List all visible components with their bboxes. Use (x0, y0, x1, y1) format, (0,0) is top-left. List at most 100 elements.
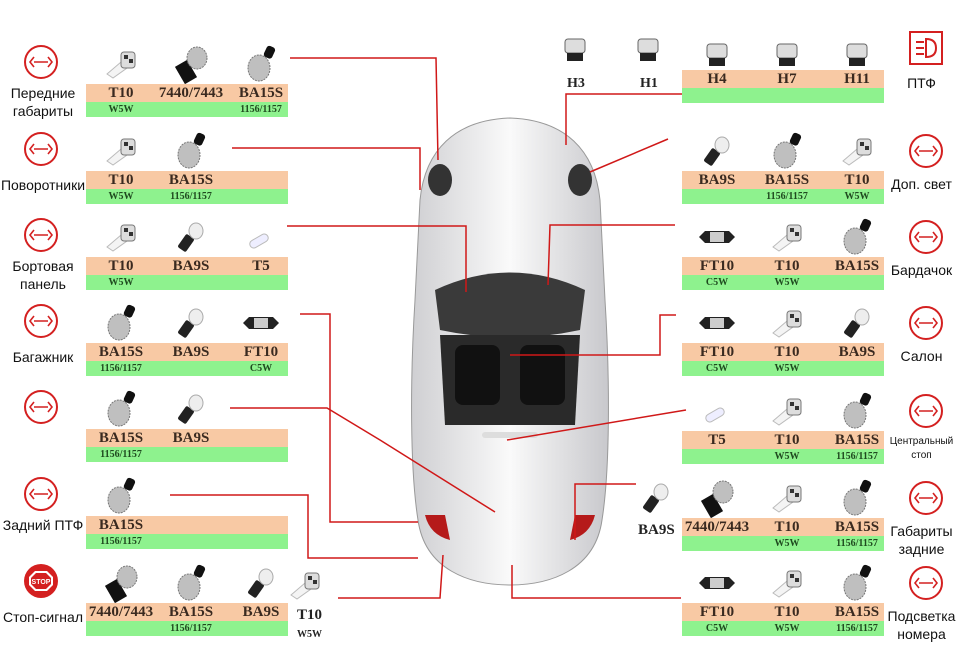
bulb-type-label: BA15S (834, 519, 880, 535)
glovebox-icon (908, 219, 944, 255)
t10-bulb-image (101, 217, 141, 257)
bulb-type-label: T10 (774, 344, 800, 360)
bulb-type-label: H4 (707, 71, 727, 87)
bulb-type-row: BA15S (86, 516, 288, 534)
extra-light-icon (908, 133, 944, 169)
bulb-code-label: 1156/1157 (100, 449, 142, 460)
bulb-type-label: 7440/7443 (88, 604, 154, 620)
lamp-group-label: ПТФ (907, 75, 936, 91)
bulb-code-label: C5W (705, 277, 729, 288)
h11-bulb-image (837, 30, 877, 70)
center-brake-light-icon (908, 393, 944, 429)
7440-7443-bulb-image (697, 478, 737, 519)
bulb-type-row: T5 T10 BA15S (682, 431, 884, 449)
rear-fog-light-icon (23, 476, 59, 512)
bulb-type-label: BA15S (168, 604, 214, 620)
lamp-group-label: Передние габариты (10, 85, 76, 119)
bulb-type-label: 7440/7443 (684, 519, 750, 535)
svg-text:STOP: STOP (32, 579, 51, 586)
bulb-code-label: C5W (705, 623, 729, 634)
bulb-images (682, 563, 884, 603)
ft10-bulb-image (697, 563, 737, 603)
stop-icon: STOP (23, 563, 59, 599)
t5-bulb-image (241, 217, 281, 257)
bulb-type-label: BA15S (98, 517, 144, 533)
bulb-type-label: H1 (640, 76, 658, 91)
lamp-group-label: Стоп-сигнал (2, 609, 83, 625)
bulb-type-label: FT10 (243, 344, 279, 360)
bulb-type-label: BA15S (834, 432, 880, 448)
bulb-type-label: H3 (567, 76, 585, 91)
bulb-code-label: 1156/1157 (100, 536, 142, 547)
7440-7443-bulb-image (171, 44, 211, 85)
lamp-group-label: Багажник (12, 349, 74, 365)
lamp-group: BA15S BA9S 1156/1157 (86, 389, 288, 462)
bulb-type-row: 7440/7443 BA15S BA9S (86, 603, 288, 621)
rear-parking-light-icon (908, 480, 944, 516)
bulb-code-row (682, 88, 884, 103)
bulb-type-label: BA15S (764, 172, 810, 188)
bulb-code-label: 1156/1157 (836, 538, 878, 549)
bulb-type-label: T5 (708, 432, 726, 448)
bulb-code-label: W5W (774, 623, 800, 634)
ba15s-bulb-image (837, 478, 877, 518)
t10-bulb-image (767, 303, 807, 343)
lamp-group-label: Подсветка номера (887, 608, 956, 642)
ba15s-bulb-image (241, 44, 281, 84)
reverse-light-icon (23, 389, 59, 425)
bulb-type-label: BA15S (98, 430, 144, 446)
ba9s-bulb-image (636, 478, 676, 518)
bulb-images (86, 217, 288, 257)
t10-bulb-image (767, 391, 807, 431)
t10-bulb-image (767, 217, 807, 257)
ft10-bulb-image (697, 303, 737, 343)
bulb-code-row: C5W W5W (682, 361, 884, 376)
bulb-code-label: W5W (774, 363, 800, 374)
bulb-type-label: BA9S (698, 172, 736, 188)
bulb-type-label: H11 (844, 71, 870, 87)
bulb-code-row: 1156/1157 W5W (682, 189, 884, 204)
bulb-code-label: C5W (705, 363, 729, 374)
ba9s-bulb-image (171, 389, 211, 429)
7440-7443-bulb-image (101, 563, 141, 604)
bulb-code-label: 1156/1157 (766, 191, 808, 202)
h4-bulb-image (697, 30, 737, 70)
t10-bulb-image (101, 44, 141, 84)
t5-bulb-image (697, 391, 737, 431)
bulb-images (86, 131, 288, 171)
bulb-images (682, 217, 884, 257)
bulb-images (86, 389, 288, 429)
bulb-code-row: W5W (86, 275, 288, 290)
t10-bulb-image (767, 478, 807, 518)
bulb-images (682, 478, 884, 519)
bulb-images (682, 30, 884, 70)
t10-bulb-image (767, 563, 807, 603)
bulb-images (682, 131, 884, 171)
ba15s-bulb-image (767, 131, 807, 171)
bulb-type-label: 7440/7443 (158, 85, 224, 101)
bulb-images (86, 476, 288, 516)
bulb-code-label: W5W (844, 191, 870, 202)
bulb-type-label: T10 (774, 432, 800, 448)
bulb-code-row: 1156/1157 (86, 534, 288, 549)
ba15s-bulb-image (837, 217, 877, 257)
lamp-group: BA15S 1156/1157 (86, 476, 288, 549)
bulb-type-label: BA9S (242, 604, 280, 620)
bulb-type-label: BA9S (172, 430, 210, 446)
bulb-type-label: BA15S (834, 258, 880, 274)
